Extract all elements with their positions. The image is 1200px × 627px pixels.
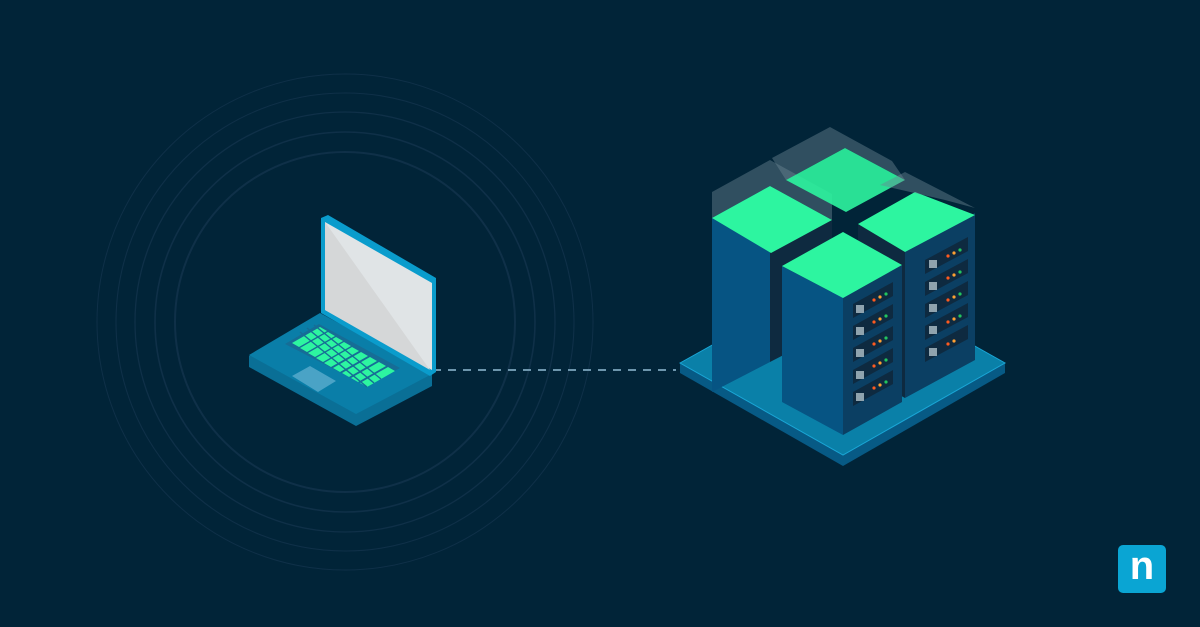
signal-rings [96, 73, 594, 571]
laptop-icon [249, 215, 436, 426]
server-units-front [853, 282, 893, 406]
server-rack-icon [678, 127, 1007, 466]
logo-letter: n [1129, 544, 1155, 588]
server-units-right [925, 237, 968, 362]
brand-logo: n [1118, 545, 1166, 593]
